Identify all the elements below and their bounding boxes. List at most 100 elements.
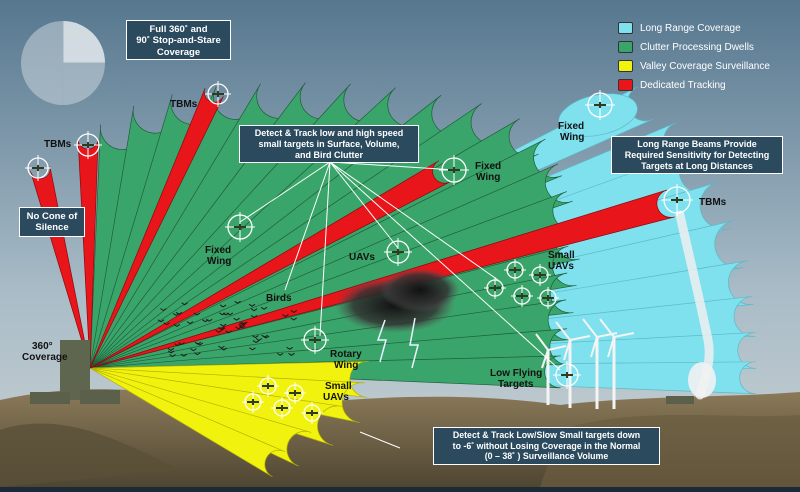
label-uavs: UAVs — [349, 252, 375, 263]
clutter-beam — [89, 299, 571, 369]
bird-icon — [290, 317, 298, 321]
bird-icon — [225, 330, 232, 334]
bird-icon — [215, 329, 222, 333]
label-360-coverage-2: Coverage — [22, 352, 68, 363]
legend-item: Valley Coverage Surveillance — [618, 58, 794, 74]
coverage-sector-icon — [21, 21, 105, 105]
target-reticles — [25, 81, 693, 424]
legend-swatch-icon — [618, 41, 633, 53]
bird-icon — [250, 315, 258, 319]
low-slow-line-2: to -6˚ without Losing Coverage in the No… — [452, 440, 641, 451]
valley-beam — [89, 367, 286, 478]
low-flying-reticle — [553, 361, 581, 389]
bird-icon — [288, 352, 295, 356]
label-rotary-wing-2: Wing — [334, 360, 358, 371]
aircraft-icon — [276, 405, 288, 411]
bird-flock — [157, 300, 298, 358]
label-low-flying: Low Flying Targets — [490, 368, 545, 390]
fixed-wing-left-reticle — [225, 212, 255, 242]
aircraft-icon — [392, 249, 404, 255]
bird-icon — [252, 340, 260, 344]
bird-icon — [194, 352, 201, 356]
tracking-beam — [89, 160, 451, 369]
label-birds: Birds — [266, 293, 292, 304]
bird-icon — [252, 335, 259, 339]
bird-icon — [222, 312, 230, 316]
small-uav-right-reticle — [484, 277, 506, 299]
label-360-coverage-1: 360° — [32, 341, 53, 352]
bird-icon — [239, 322, 246, 326]
tbm-left-reticle — [25, 155, 51, 181]
bird-icon — [248, 303, 256, 307]
bird-icon — [194, 341, 202, 345]
cliff-left — [0, 423, 180, 487]
legend-label: Long Range Coverage — [640, 22, 741, 34]
bird-icon — [233, 317, 240, 321]
label-fixed-wing-l-2: Wing — [207, 256, 231, 267]
tracking-beam — [89, 87, 224, 369]
bird-icon — [180, 353, 188, 357]
detect-track-box: Detect & Track low and high speed small … — [239, 125, 419, 163]
aircraft-icon — [516, 293, 528, 299]
long-range-box: Long Range Beams Provide Required Sensit… — [611, 136, 783, 174]
bird-icon — [255, 337, 263, 341]
low-slow-box: Detect & Track Low/Slow Small targets do… — [433, 427, 660, 465]
coverage-box-line-3: Coverage — [156, 46, 201, 58]
small-uav-right-reticle — [529, 264, 551, 286]
low-slow-line-3: (0 – 38˚ ) Surveillance Volume — [484, 451, 609, 462]
detect-track-line-2: small targets in Surface, Volume, — [258, 138, 400, 149]
long-range-line-3: Targets at Long Distances — [641, 160, 753, 171]
label-tbms-right: TBMs — [699, 197, 727, 208]
detect-track-line-3: and Bird Clutter — [294, 149, 363, 160]
legend-swatch-icon — [618, 22, 633, 34]
bird-icon — [235, 326, 242, 330]
label-fixed-wing-c-2: Wing — [476, 172, 500, 183]
legend-label: Valley Coverage Surveillance — [640, 60, 770, 72]
label-small-uavs-bottom: Small UAVs — [323, 381, 354, 403]
aircraft-icon — [542, 295, 554, 301]
tbm-left2-reticle — [74, 131, 102, 159]
bird-icon — [286, 346, 294, 350]
bird-icon — [238, 323, 246, 327]
bird-icon — [163, 322, 170, 326]
bird-icon — [282, 314, 289, 318]
bird-icon — [234, 300, 241, 304]
label-small-uavs-b-1: Small — [325, 381, 352, 392]
small-uav-right-reticle — [537, 287, 559, 309]
small-uav-bottom-reticle — [271, 397, 293, 419]
legend-label: Clutter Processing Dwells — [640, 41, 754, 53]
bird-icon — [260, 306, 268, 310]
aircraft-icon — [509, 267, 521, 273]
bird-icon — [178, 342, 185, 346]
label-low-flying-2: Targets — [498, 379, 534, 390]
bird-icon — [220, 347, 228, 351]
aircraft-icon — [489, 285, 501, 291]
label-small-uavs-b-2: UAVs — [323, 392, 349, 403]
label-tbms-top: TBMs — [170, 99, 198, 110]
bird-icon — [167, 347, 175, 351]
label-fixed-wing-ur-1: Fixed — [558, 121, 584, 132]
storm-cloud — [335, 268, 460, 369]
label-fixed-wing-upper-right: Fixed Wing — [558, 121, 587, 143]
tbm-top-reticle — [205, 81, 231, 107]
aircraft-icon — [234, 224, 246, 230]
aircraft-icon — [671, 197, 683, 203]
bird-icon — [190, 348, 197, 352]
bird-icon — [238, 325, 246, 329]
fixed-wing-ur-reticle — [585, 90, 615, 120]
label-fixed-wing-ur-2: Wing — [560, 132, 584, 143]
legend-item: Long Range Coverage — [618, 20, 794, 36]
coverage-box: Full 360˚ and 90˚ Stop-and-Stare Coverag… — [126, 20, 231, 60]
legend-swatch-icon — [618, 79, 633, 91]
small-uav-bottom-reticle — [257, 375, 279, 397]
coverage-box-line-2: 90˚ Stop-and-Stare — [136, 35, 221, 47]
aircraft-icon — [247, 399, 259, 405]
legend-swatch-icon — [618, 60, 633, 72]
clutter-beam — [89, 163, 573, 369]
detect-track-line-1: Detect & Track low and high speed — [254, 128, 404, 138]
aircraft-icon — [82, 142, 94, 148]
bird-icon — [174, 343, 181, 347]
legend-label: Dedicated Tracking — [640, 79, 726, 91]
label-low-flying-1: Low Flying — [490, 368, 542, 379]
